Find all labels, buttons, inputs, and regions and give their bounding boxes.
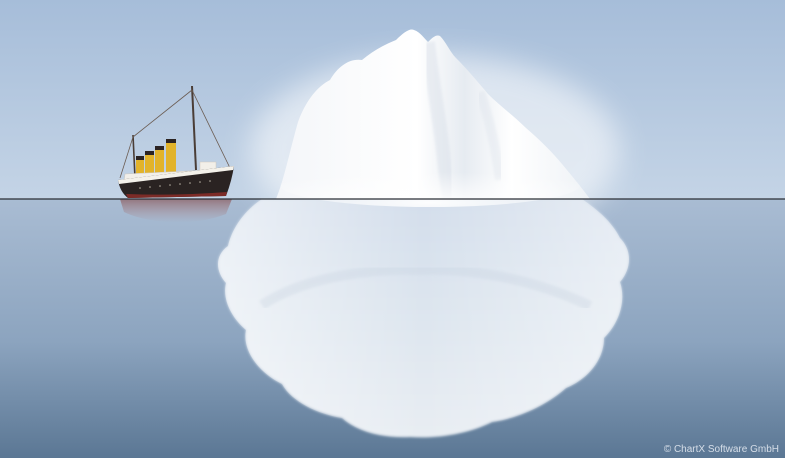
copyright-credit: © ChartX Software GmbH	[664, 444, 779, 455]
